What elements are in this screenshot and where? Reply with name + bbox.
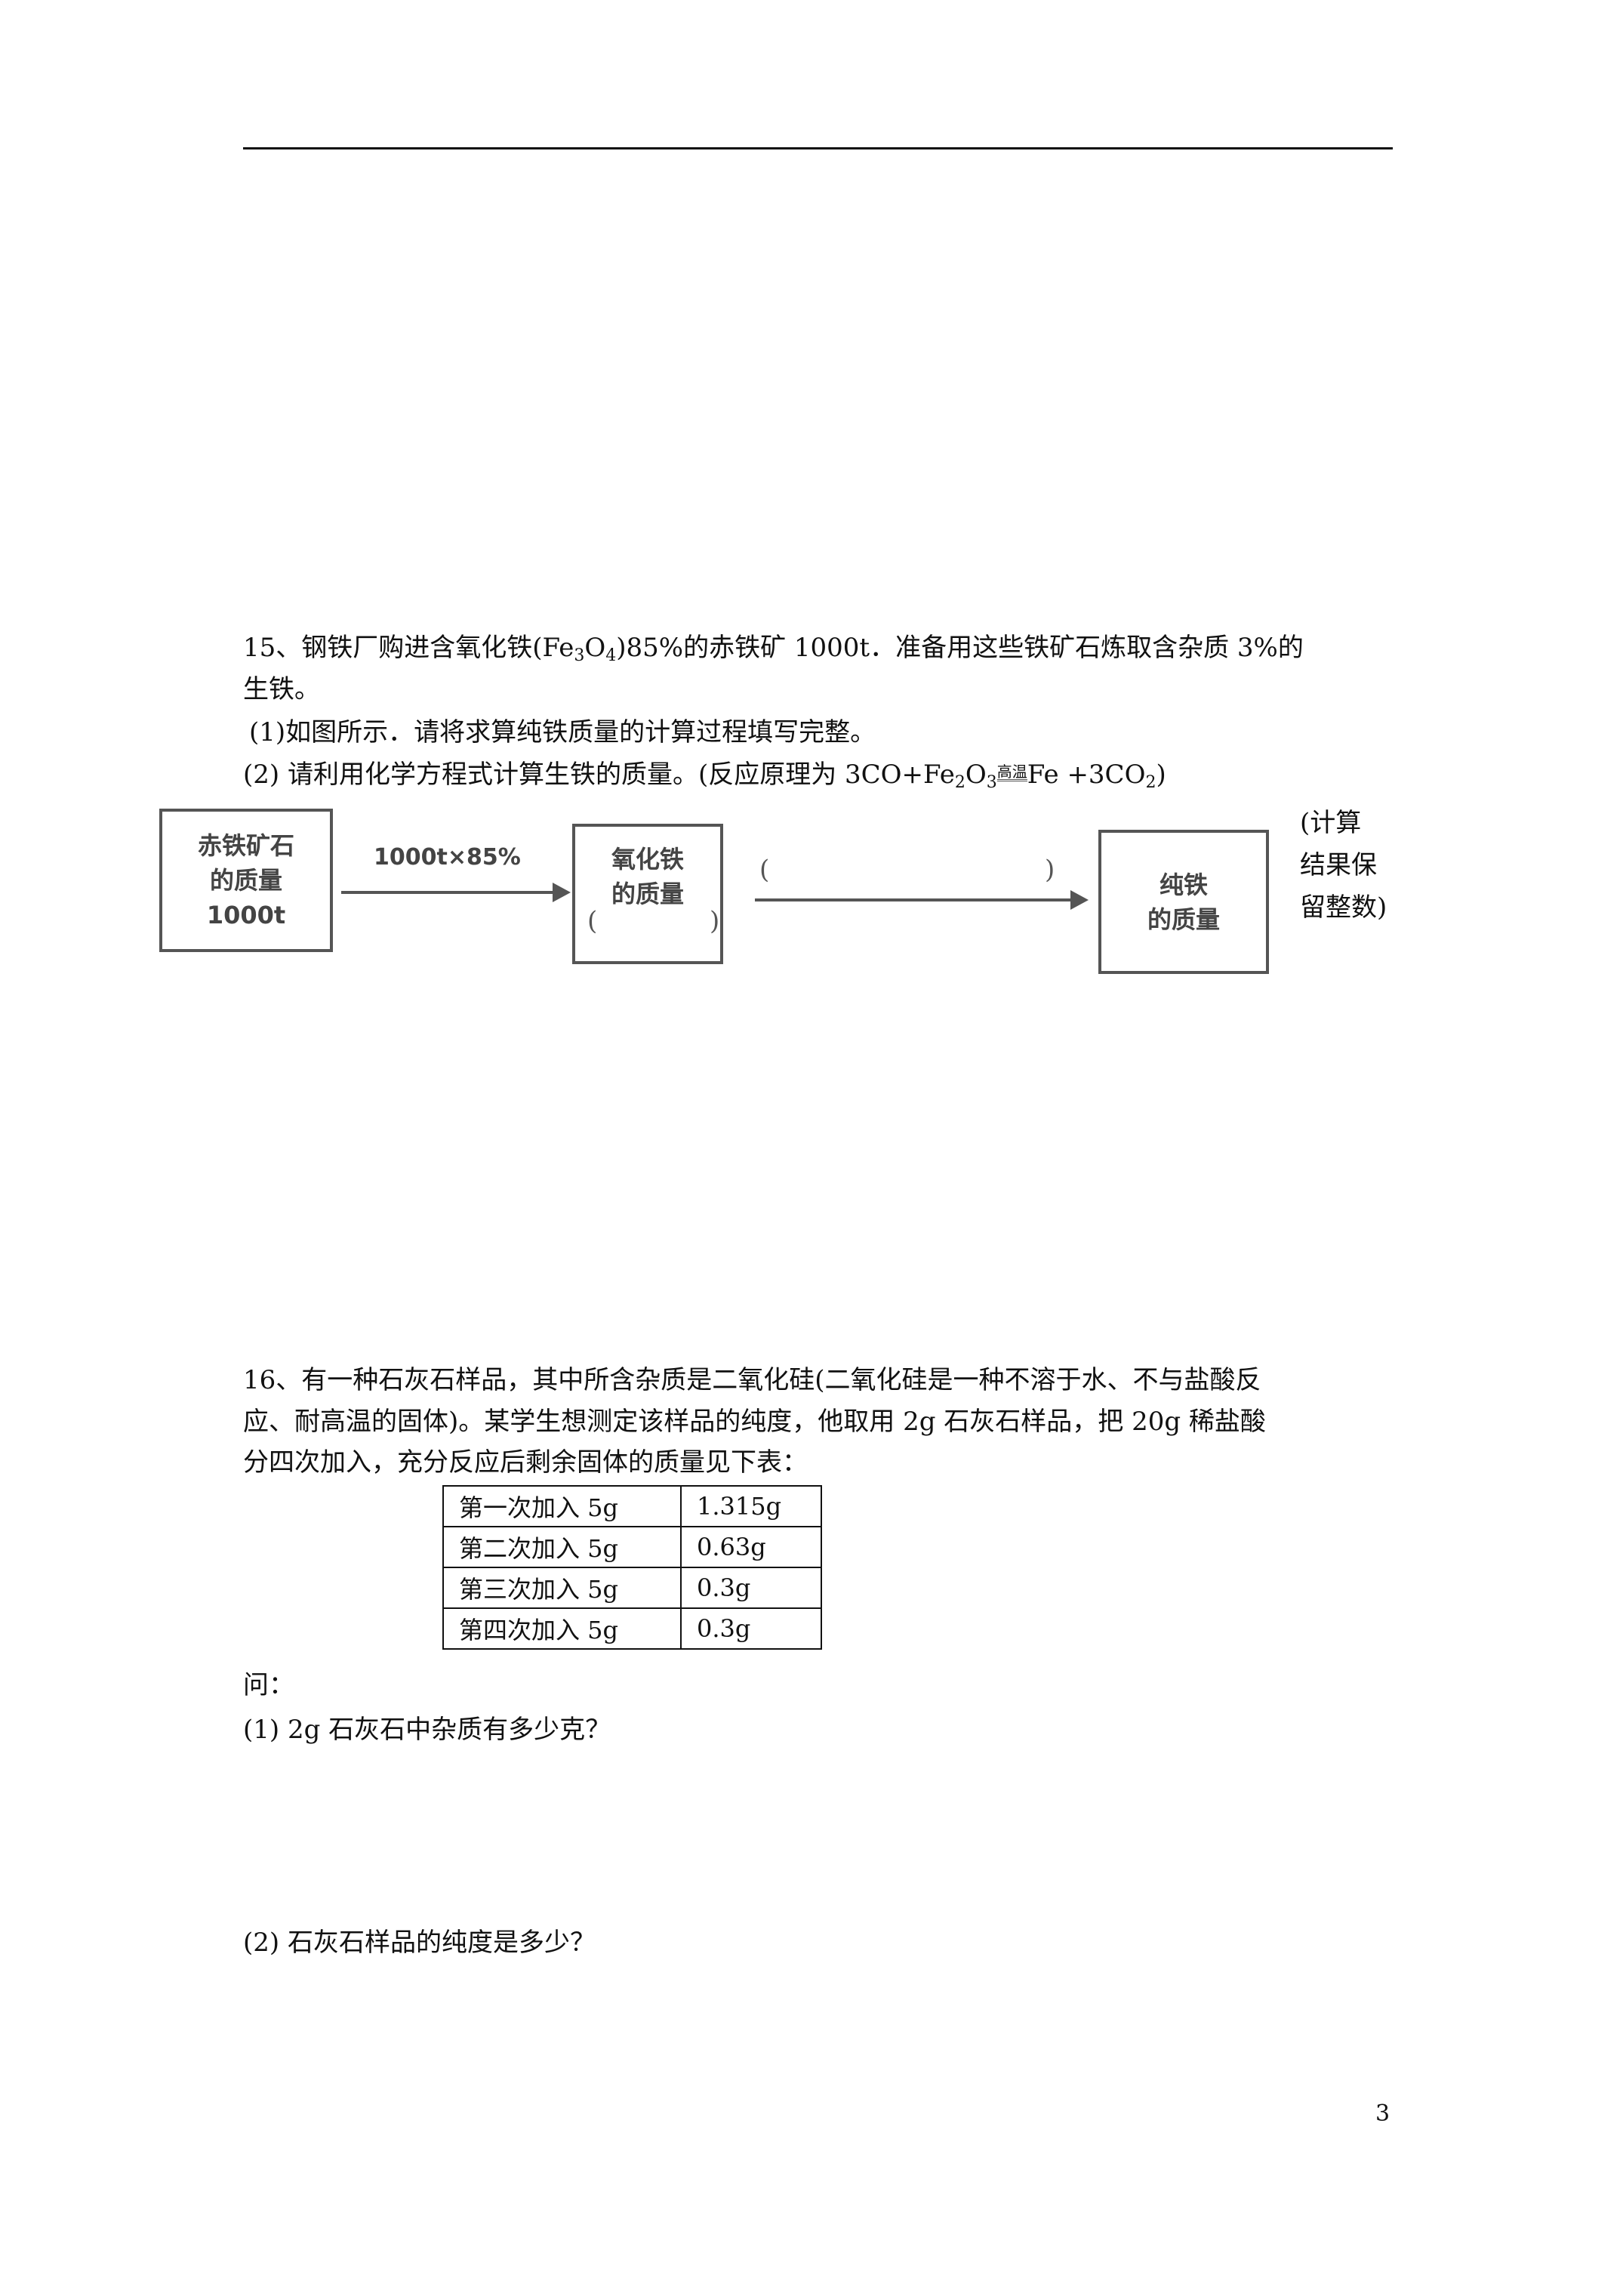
page-number: 3: [1375, 2100, 1390, 2127]
arrow1-label: 1000t×85%: [374, 844, 521, 871]
header-rule: [243, 147, 1393, 149]
box-text: 赤铁矿石: [197, 831, 294, 860]
q16-line3: 分四次加入，充分反应后剩余固体的质量见下表：: [243, 1447, 808, 1478]
q16-line2: 应、耐高温的固体)。某学生想测定该样品的纯度，他取用 2g 石灰石样品，把 20…: [243, 1407, 1266, 1437]
box-text: 的质量: [1147, 905, 1220, 934]
q15-text: O: [965, 760, 987, 790]
box-text: 的质量: [611, 880, 684, 908]
q15-line1: 15、钢铁厂购进含氧化铁(Fe3O4)85%的赤铁矿 1000t．准备用这些铁矿…: [243, 633, 1304, 671]
subscript: 2: [1145, 773, 1156, 792]
table-cell: 第四次加入 5g: [442, 1607, 682, 1650]
ore-mass-box: 赤铁矿石 的质量 1000t: [159, 809, 333, 952]
q15-part2: (2) 请利用化学方程式计算生铁的质量。(反应原理为 3CO+Fe2O3高温Fe…: [243, 760, 1166, 798]
q16-sub1: (1) 2g 石灰石中杂质有多少克？: [243, 1715, 611, 1745]
box-text: 纯铁: [1159, 870, 1208, 899]
q15-line2: 生铁。: [243, 674, 320, 704]
table-cell: 0.3g: [680, 1567, 822, 1609]
side-note-line: (计算: [1300, 808, 1362, 838]
table-cell: 1.315g: [680, 1485, 822, 1527]
pure-iron-mass-box: 纯铁 的质量: [1098, 830, 1269, 974]
table-cell: 第三次加入 5g: [442, 1567, 682, 1609]
blank-paren-open: (: [759, 855, 770, 885]
q15-text: )85%的赤铁矿 1000t．准备用这些铁矿石炼取含杂质 3%的: [616, 633, 1304, 663]
q16-sub2: (2) 石灰石样品的纯度是多少？: [243, 1928, 596, 1958]
q15-text: 15、钢铁厂购进含氧化铁(Fe: [243, 633, 574, 663]
box-text: 1000t: [206, 901, 286, 929]
subscript: 3: [986, 773, 997, 792]
iron-oxide-mass-box: 氧化铁 的质量: [572, 824, 723, 964]
subscript: 3: [574, 646, 585, 665]
blank-paren-close: ): [710, 906, 720, 936]
q15-text: (2) 请利用化学方程式计算生铁的质量。(反应原理为 3CO+Fe: [243, 760, 955, 790]
table-cell: 第二次加入 5g: [442, 1526, 682, 1568]
subscript: 4: [605, 646, 617, 665]
reaction-condition: 高温: [996, 763, 1027, 781]
q16-ask: 问：: [243, 1670, 294, 1700]
q16-line1: 16、有一种石灰石样品，其中所含杂质是二氧化硅(二氧化硅是一种不溶于水、不与盐酸…: [243, 1365, 1261, 1395]
q15-text: O: [584, 633, 606, 663]
q15-text: Fe +3CO: [1027, 760, 1146, 790]
arrow-right-icon: [755, 890, 1089, 910]
table-cell: 第一次加入 5g: [442, 1485, 682, 1527]
box-text: 的质量: [209, 866, 282, 895]
subscript: 2: [954, 773, 965, 792]
box-text: 氧化铁: [611, 845, 684, 874]
side-note: (计算 结果保 留整数): [1300, 802, 1387, 929]
blank-paren-close: ): [1045, 855, 1055, 885]
table-cell: 0.63g: [680, 1526, 822, 1568]
side-note-line: 留整数): [1300, 892, 1387, 923]
blank-paren-open: (: [587, 906, 598, 936]
side-note-line: 结果保: [1300, 850, 1377, 880]
q15-part1: (1)如图所示．请将求算纯铁质量的计算过程填写完整。: [249, 717, 876, 747]
q15-text: ): [1156, 760, 1166, 790]
arrow-right-icon: [341, 883, 571, 902]
table-cell: 0.3g: [680, 1607, 822, 1650]
